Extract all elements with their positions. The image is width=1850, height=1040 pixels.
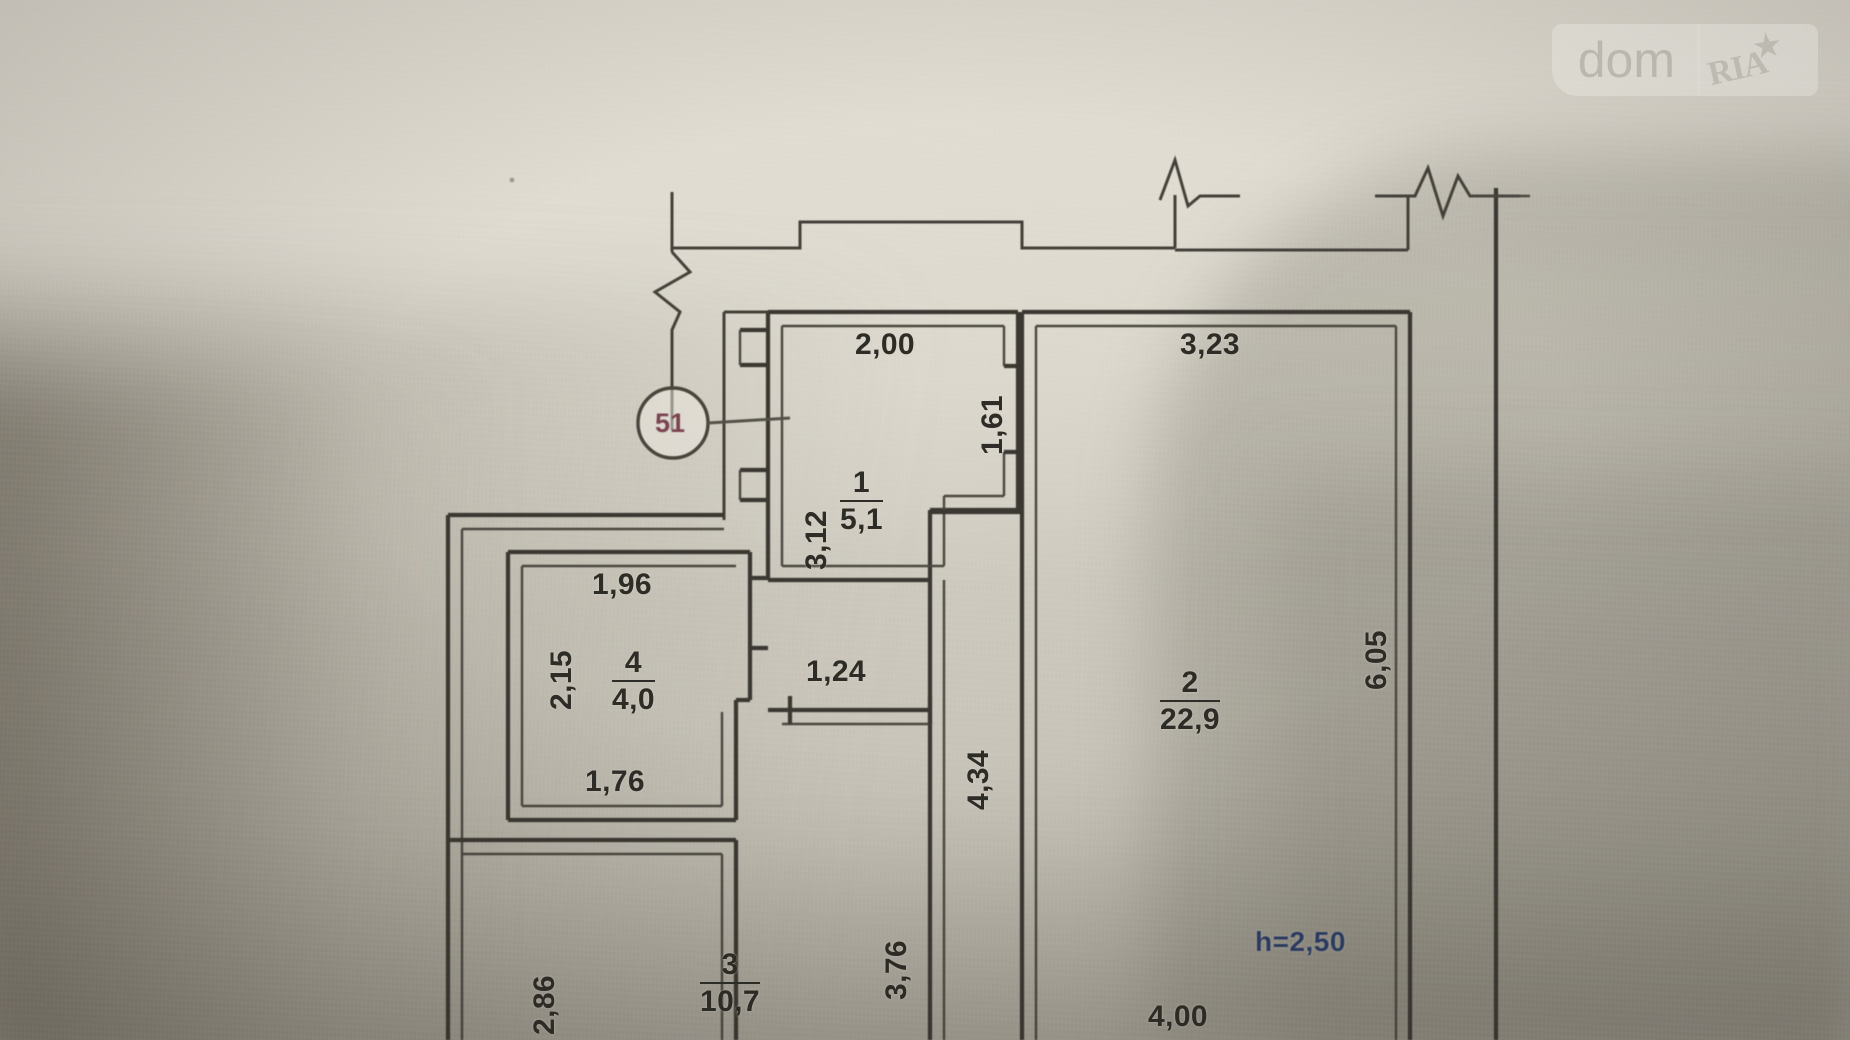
room-1-area: 5,1 — [840, 500, 883, 535]
room-2-walls — [930, 309, 1413, 1040]
shadow-upper-right — [1150, 150, 1850, 1040]
room-1-number: 1 — [840, 468, 883, 500]
shadow-left-edge — [0, 380, 460, 1040]
dimension-room2-top: 3,23 — [1180, 328, 1240, 362]
exterior-left-wall — [445, 512, 724, 1040]
dimension-corridor: 1,24 — [806, 655, 866, 689]
room-1-label: 1 5,1 — [840, 468, 883, 535]
dimension-room4-bottom: 1,76 — [585, 765, 645, 799]
room-4-number: 4 — [612, 648, 655, 680]
watermark-dom-text: dom — [1577, 32, 1675, 88]
watermark-dom-ria: dom ★ RIA — [1551, 24, 1818, 96]
shadow-bottom — [0, 820, 1850, 1040]
photo-speck — [509, 177, 515, 183]
watermark-ria-text: RIA — [1704, 43, 1771, 94]
room-4-area: 4,0 — [612, 680, 655, 715]
room-1-walls — [765, 309, 1022, 583]
room-3-number: 3 — [700, 950, 760, 982]
marker-51-callout — [636, 386, 791, 460]
watermark-dom-block: dom — [1551, 24, 1697, 96]
watermark-ria-block: ★ RIA — [1700, 24, 1818, 96]
room-2-label: 2 22,9 — [1160, 668, 1220, 735]
entry-wall-jambs — [722, 310, 768, 520]
ceiling-height-label: h=2,50 — [1255, 926, 1346, 958]
room-2-area: 22,9 — [1160, 700, 1220, 735]
shadow-right-lower — [1270, 470, 1850, 1040]
room-3-walls — [448, 837, 739, 1040]
corridor-walls — [768, 580, 946, 1040]
room-4-walls — [505, 549, 768, 823]
room-3-label: 3 10,7 — [700, 950, 760, 1017]
dimension-room4-top: 1,96 — [592, 568, 652, 602]
watermark-separator — [1697, 24, 1700, 96]
room-2-number: 2 — [1160, 668, 1220, 700]
break-line-group-top — [652, 155, 1530, 1040]
room-3-area: 10,7 — [700, 982, 760, 1017]
room-4-label: 4 4,0 — [612, 648, 655, 715]
dimension-room1-top: 2,00 — [855, 328, 915, 362]
dimension-room2-bottom: 4,00 — [1148, 1000, 1208, 1034]
marker-51-label: 51 — [655, 408, 685, 439]
